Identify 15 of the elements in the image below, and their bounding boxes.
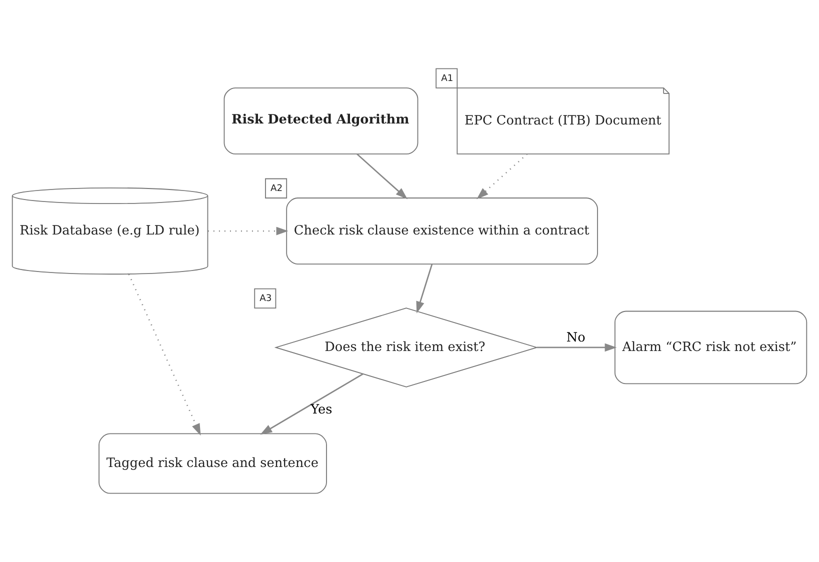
- node-box: Alarm “CRC risk not exist”: [614, 310, 808, 384]
- arrow: [208, 226, 288, 236]
- arrow: [356, 154, 408, 200]
- arrow: [128, 274, 201, 436]
- node-label: A2: [270, 183, 283, 194]
- arrow: [416, 264, 433, 314]
- arrow: [476, 154, 528, 200]
- node-label: A3: [260, 293, 272, 304]
- node-box: Tagged risk clause and sentence: [98, 433, 327, 494]
- edge-label: No: [566, 330, 586, 346]
- arrow: [536, 343, 617, 352]
- node-label: A1: [441, 73, 454, 84]
- arrow: [260, 373, 364, 435]
- node-box: Risk Detected Algorithm: [224, 87, 418, 154]
- edge-label: Yes: [310, 402, 332, 418]
